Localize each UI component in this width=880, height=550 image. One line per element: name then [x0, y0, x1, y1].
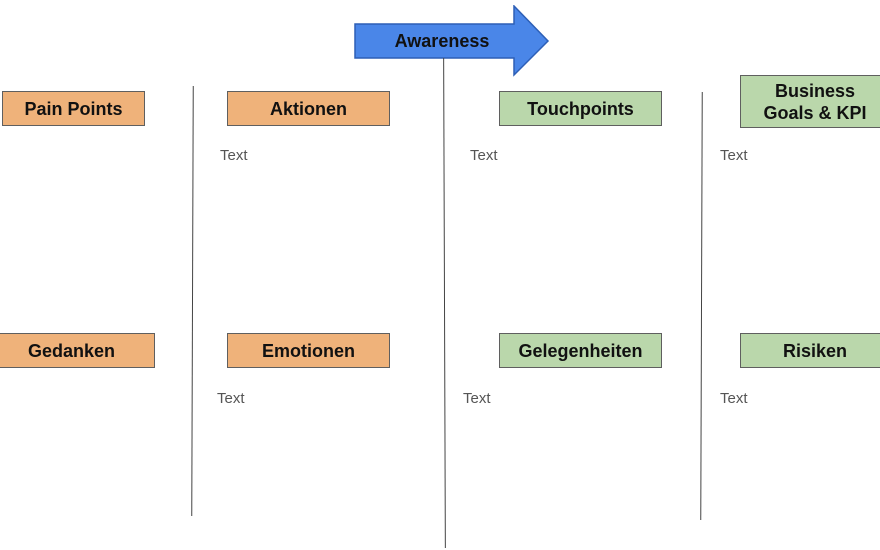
- emotionen-text: Text: [217, 390, 245, 407]
- aktionen-label: Aktionen: [269, 98, 347, 119]
- aktionen-text: Text: [220, 147, 248, 164]
- emotionen-label: Emotionen: [262, 340, 355, 361]
- pain-points-label: Pain Points: [24, 98, 123, 119]
- risiken-box: Risiken: [740, 333, 880, 368]
- gelegenheiten-text: Text: [463, 390, 491, 407]
- awareness-arrow: [354, 5, 550, 77]
- gelegenheiten-box: Gelegenheiten: [499, 333, 662, 368]
- pain-points-box: Pain Points: [2, 91, 145, 126]
- touchpoints-text: Text: [470, 147, 498, 164]
- gedanken-box: Gedanken: [0, 333, 155, 368]
- business-goals-label-line1: Business: [774, 80, 856, 101]
- touchpoints-label: Touchpoints: [527, 98, 634, 119]
- touchpoints-box: Touchpoints: [499, 91, 662, 126]
- divider-line: [700, 91, 703, 521]
- risiken-label: Risiken: [782, 340, 848, 361]
- divider-line: [191, 85, 194, 517]
- business-goals-text: Text: [720, 147, 748, 164]
- gedanken-label: Gedanken: [27, 340, 116, 361]
- risiken-text: Text: [720, 390, 748, 407]
- business-goals-label-line2: Goals & KPI: [763, 102, 867, 123]
- emotionen-box: Emotionen: [227, 333, 390, 368]
- aktionen-box: Aktionen: [227, 91, 390, 126]
- stage-label: Awareness: [394, 30, 490, 51]
- business-goals-box: Business Goals & KPI: [740, 75, 880, 128]
- divider-line: [443, 57, 446, 549]
- gelegenheiten-label: Gelegenheiten: [518, 340, 643, 361]
